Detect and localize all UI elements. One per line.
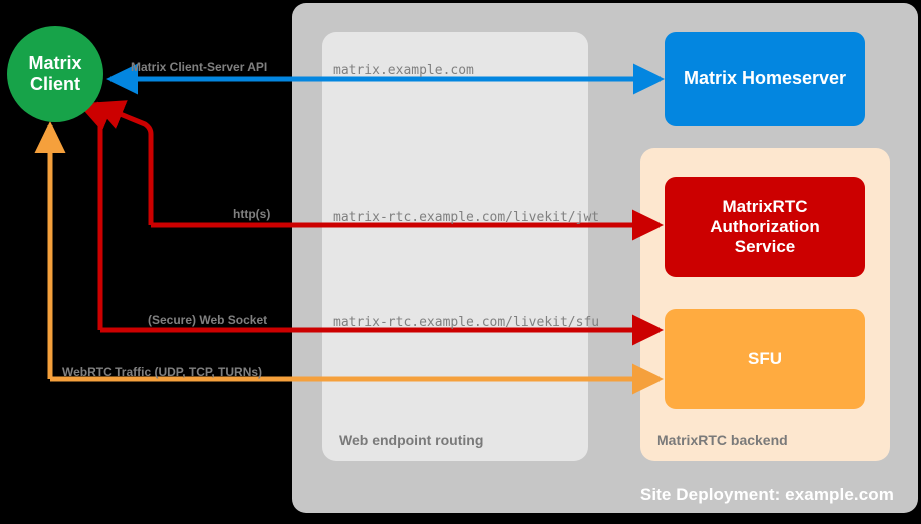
web-endpoint-routing-label: Web endpoint routing — [339, 432, 484, 448]
endpoint-url-livekit-jwt: matrix-rtc.example.com/livekit/jwt — [333, 210, 600, 225]
node-matrixrtc-authorization-service[interactable]: MatrixRTC Authorization Service — [665, 177, 865, 277]
site-deployment-label: Site Deployment: example.com — [639, 485, 894, 504]
matrix-client-label-line1: Matrix — [28, 52, 82, 73]
matrix-homeserver-label: Matrix Homeserver — [683, 68, 847, 89]
endpoint-url-livekit-sfu: matrix-rtc.example.com/livekit/sfu — [333, 315, 600, 330]
edge-label-client-server-api: Matrix Client-Server API — [131, 60, 268, 74]
node-sfu[interactable]: SFU — [665, 309, 865, 409]
matrixrtc-backend-label: MatrixRTC backend — [657, 432, 788, 448]
node-matrix-client[interactable]: Matrix Client — [7, 26, 103, 122]
auth-service-label-line2: Authorization — [710, 216, 820, 236]
edge-webrtc-media — [34, 120, 665, 395]
edge-livekit-sfu — [78, 102, 665, 346]
edge-label-web-socket: (Secure) Web Socket — [148, 313, 268, 327]
edge-label-webrtc-traffic: WebRTC Traffic (UDP, TCP, TURNs) — [62, 365, 263, 379]
node-matrix-homeserver[interactable]: Matrix Homeserver — [665, 32, 865, 126]
auth-service-label-line1: MatrixRTC — [722, 196, 808, 216]
edge-livekit-jwt — [92, 100, 665, 241]
endpoint-url-matrix: matrix.example.com — [333, 63, 474, 78]
auth-service-label-line3: Service — [734, 237, 796, 257]
matrix-client-label-line2: Client — [29, 74, 80, 94]
sfu-label: SFU — [748, 348, 782, 368]
web-endpoint-routing-panel: Web endpoint routing — [322, 32, 588, 461]
edge-label-http: http(s) — [233, 207, 271, 221]
